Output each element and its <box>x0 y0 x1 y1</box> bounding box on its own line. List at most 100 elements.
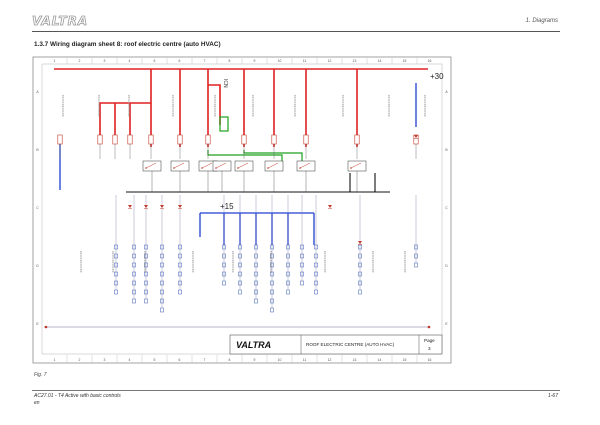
column-index-label: 3 <box>104 59 106 63</box>
connector-pin <box>114 289 118 295</box>
column-index-label: 5 <box>154 59 156 63</box>
row-index-label: D <box>36 264 39 268</box>
connector-pin <box>222 280 226 286</box>
relay-contact <box>201 162 213 169</box>
column-index-label: 3 <box>104 358 106 362</box>
connector-pin <box>254 298 258 304</box>
column-index-label: 15 <box>403 59 407 63</box>
row-index-label: A <box>36 90 39 94</box>
diode-symbol <box>144 205 148 208</box>
relay-contact <box>215 162 227 169</box>
row-index-label: E <box>445 322 448 326</box>
relay-contact <box>145 162 157 169</box>
row-index-label: E <box>36 322 39 326</box>
section-title: 1.3.7 Wiring diagram sheet 8: roof elect… <box>34 41 221 48</box>
relay-pin <box>237 167 239 169</box>
diode-group <box>128 135 418 245</box>
relay-contact <box>267 162 279 169</box>
relay-symbol <box>234 160 254 172</box>
relay-pin <box>350 167 352 169</box>
relay-pin <box>201 167 203 169</box>
column-index-label: 14 <box>378 358 382 362</box>
title-block-frame <box>229 334 443 355</box>
connector-pin <box>358 289 362 295</box>
column-index-label: 7 <box>204 358 206 362</box>
relay-symbol <box>142 160 162 172</box>
footer-document: AC27.01 - T4 Active with basic controls <box>34 393 121 399</box>
footer-language: en <box>34 400 40 406</box>
row-index-label: A <box>445 90 448 94</box>
diode-symbol <box>414 135 418 138</box>
diode-symbol <box>128 205 132 208</box>
terminal-dot <box>427 325 431 329</box>
column-index-label: 16 <box>428 59 432 63</box>
column-index-label: 10 <box>278 59 282 63</box>
column-index-label: 5 <box>154 358 156 362</box>
relay-pin <box>267 167 269 169</box>
connector-pin <box>270 307 274 313</box>
relay-symbol <box>296 160 316 172</box>
relay-symbol <box>347 160 367 172</box>
column-index-label: 8 <box>229 59 231 63</box>
title-block-page-label: Page <box>424 338 435 343</box>
relay-contact <box>299 162 311 169</box>
diagram-frame <box>32 56 452 364</box>
relay-feed <box>208 84 221 125</box>
fuse-symbol <box>177 134 183 145</box>
diode-symbol <box>358 241 362 244</box>
column-index-label: 10 <box>278 358 282 362</box>
column-index-label: 11 <box>303 59 307 63</box>
diode-symbol <box>178 205 182 208</box>
column-index-label: 4 <box>129 59 131 63</box>
column-index-label: 13 <box>353 358 357 362</box>
relay-symbol <box>170 160 190 172</box>
column-index-label: 1 <box>54 358 56 362</box>
figure-caption: Fig. 7 <box>34 372 47 378</box>
column-index-label: 11 <box>303 358 307 362</box>
connector-pin <box>314 289 318 295</box>
column-index-label: 6 <box>179 358 181 362</box>
row-index-right: A B C D E <box>445 90 448 326</box>
terminal-dot <box>44 325 48 329</box>
title-block-brand: VALTRA <box>236 340 271 350</box>
column-index-label: 7 <box>204 59 206 63</box>
brand-logo: VALTRA <box>32 14 89 29</box>
column-index-label: 2 <box>79 59 81 63</box>
diode-symbol <box>328 205 332 208</box>
row-index-label: C <box>36 206 39 210</box>
ground-wiring <box>126 173 390 193</box>
relay-contact <box>237 162 249 169</box>
header-rule <box>32 31 560 32</box>
connector-group <box>114 195 418 313</box>
title-block-page-number: 3 <box>428 346 431 351</box>
relay-symbol <box>264 160 284 172</box>
column-index-label: 4 <box>129 358 131 362</box>
connector-pin <box>144 298 148 304</box>
fuse-symbol <box>127 134 133 145</box>
relay-pin <box>173 167 175 169</box>
column-index-label: 2 <box>79 358 81 362</box>
fuse-symbol <box>303 134 309 145</box>
title-block: VALTRA ROOF ELECTRIC CENTRE (AUTO HVAC) … <box>229 334 443 355</box>
row-index-label: C <box>445 206 448 210</box>
branch-feed <box>99 102 151 135</box>
fuse-symbol <box>112 134 118 145</box>
connector-pin <box>178 289 182 295</box>
relay-group <box>142 160 367 192</box>
row-index-label: B <box>36 148 39 152</box>
column-index-label: 14 <box>378 59 382 63</box>
relay-symbol <box>212 160 232 172</box>
column-index-label: 9 <box>254 59 256 63</box>
wire-label-group <box>62 95 426 273</box>
fuse-symbol <box>148 134 154 145</box>
signal-loop <box>219 116 229 132</box>
fuse-symbol <box>57 134 63 145</box>
row-index-label: B <box>445 148 448 152</box>
relay-contact <box>173 162 185 169</box>
row-index-label: D <box>445 264 448 268</box>
column-index-label: 9 <box>254 358 256 362</box>
plus15-label: +15 <box>220 202 234 211</box>
connector-pin <box>414 262 418 268</box>
